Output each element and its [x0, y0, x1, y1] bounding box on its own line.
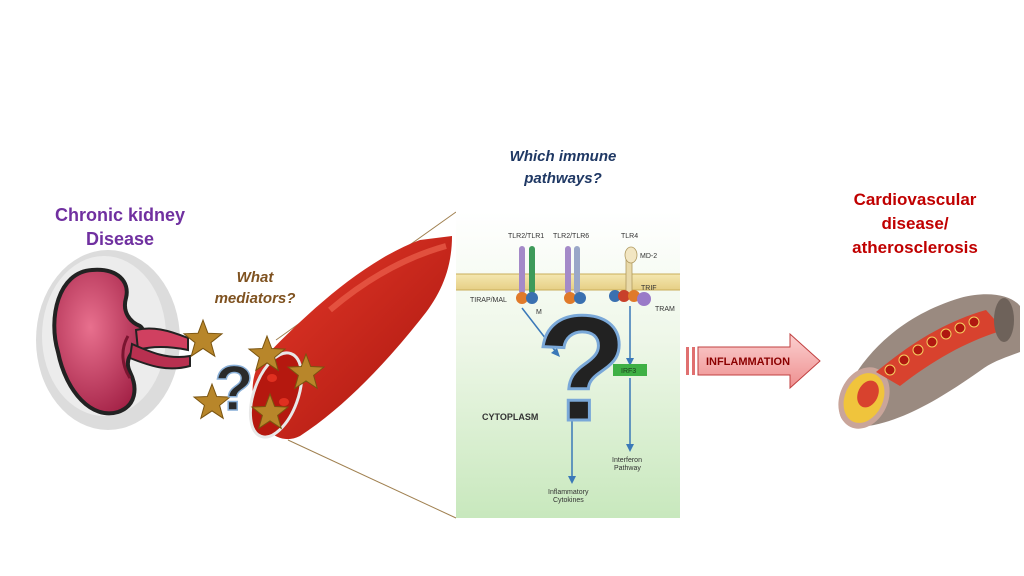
kidney-icon	[36, 250, 191, 430]
cytoplasm-label: CYTOPLASM	[482, 412, 538, 422]
mediators-line1: What	[236, 269, 274, 286]
star-group	[182, 318, 326, 430]
tram-label: TRAM	[655, 306, 675, 313]
cvd-title: Cardiovascular disease/ atherosclerosis	[820, 188, 1010, 260]
mediators-question: What mediators?	[205, 267, 305, 309]
star-icon	[192, 382, 232, 420]
irf3-label: IRF3	[621, 368, 636, 375]
mediators-line2: mediators?	[214, 290, 296, 307]
big-question-mark-icon: ?	[536, 284, 628, 452]
receptor-label-3: TLR4	[621, 233, 638, 240]
star-icon	[250, 392, 290, 430]
star-icon	[182, 318, 224, 358]
question-mark-icon: ?	[214, 352, 253, 424]
receptor-label-2: TLR2/TLR6	[553, 233, 589, 240]
ckd-title: Chronic kidney Disease	[40, 203, 200, 251]
myd-label: M	[536, 309, 542, 316]
interferon-label-2: Pathway	[614, 465, 641, 472]
interferon-label-1: Interferon	[612, 457, 642, 464]
receptor-label-1: TLR2/TLR1	[508, 233, 544, 240]
cvd-line1: Cardiovascular	[853, 190, 977, 209]
md2-label: MD-2	[640, 253, 657, 260]
star-icon	[247, 334, 287, 372]
cytokines-label-1: Inflammatory	[548, 489, 589, 496]
cvd-line3: atherosclerosis	[852, 238, 978, 257]
cvd-line2: disease/	[881, 214, 949, 233]
zoom-line-bottom	[287, 439, 457, 519]
ckd-title-line1: Chronic kidney	[54, 205, 186, 225]
ckd-title-line2: Disease	[85, 229, 155, 249]
pathways-line1: Which immune	[509, 148, 617, 165]
tirap-label: TIRAP/MAL	[470, 297, 507, 304]
pathways-line2: pathways?	[524, 170, 602, 187]
inflammation-label: INFLAMMATION	[706, 356, 790, 368]
trif-label: TRIF	[641, 285, 657, 292]
star-icon	[286, 352, 326, 390]
cytokines-label-2: Cytokines	[553, 497, 584, 504]
inflammation-arrow	[686, 332, 821, 390]
artery-plaque-icon	[838, 294, 1020, 429]
pathway-panel	[456, 212, 680, 518]
pathways-question: Which immune pathways?	[488, 146, 638, 190]
